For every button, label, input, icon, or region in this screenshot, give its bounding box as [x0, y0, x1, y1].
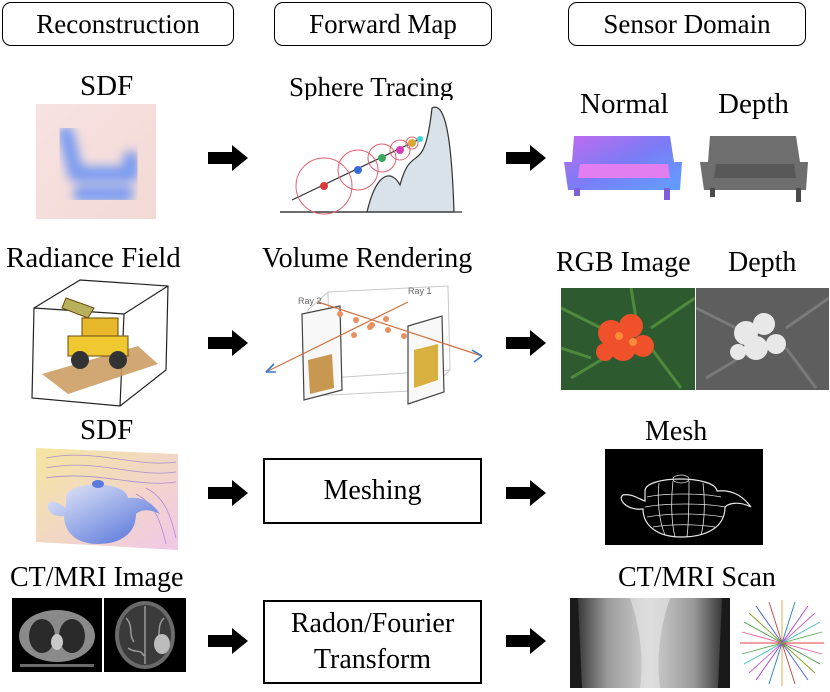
row2-sensor-label-rgb: RGB Image: [556, 247, 691, 278]
row4-recon-label: CT/MRI Image: [10, 562, 184, 593]
ct-scan-sinogram: [570, 598, 730, 688]
row2-sensor-label-depth: Depth: [728, 247, 797, 278]
arrow-icon: [208, 145, 248, 171]
header-forward-map: Forward Map: [274, 2, 492, 46]
row1-sensor-label-normal: Normal: [580, 88, 669, 120]
sphere-tracing-diagram: [272, 100, 472, 222]
arrow-icon: [506, 145, 546, 171]
depth-image-flowers: [696, 288, 829, 390]
ct-image: [12, 598, 102, 672]
arrow-icon: [208, 330, 248, 356]
mesh-teapot-image: [605, 449, 763, 545]
arrow-icon: [208, 480, 248, 506]
rgb-image-flowers: [561, 288, 695, 390]
row2-recon-label: Radiance Field: [6, 242, 181, 274]
radon-fourier-box: Radon/Fourier Transform: [263, 600, 482, 684]
depth-map-sofa: [698, 128, 810, 212]
normal-map-sofa: [560, 128, 686, 208]
meshing-box: Meshing: [263, 458, 482, 524]
radon-fourier-line2: Transform: [313, 644, 432, 675]
ray2-label: Ray 2: [298, 296, 322, 306]
arrow-icon: [506, 628, 546, 654]
arrow-icon: [506, 480, 546, 506]
ray1-label: Ray 1: [408, 286, 432, 296]
header-sensor-domain: Sensor Domain: [568, 2, 806, 46]
arrow-icon: [506, 330, 546, 356]
row3-sensor-label-mesh: Mesh: [645, 416, 708, 447]
sdf-teapot-image: [36, 448, 178, 550]
row1-forward-label: Sphere Tracing: [289, 72, 454, 100]
radon-fourier-line1: Radon/Fourier: [290, 608, 455, 639]
row3-recon-label: SDF: [80, 414, 134, 446]
mri-image: [104, 598, 186, 672]
volume-rendering-diagram: Ray 2 Ray 1: [258, 280, 490, 408]
row1-sensor-label-depth: Depth: [718, 88, 789, 120]
mri-kspace-lines: [736, 596, 828, 690]
row1-recon-label: SDF: [80, 70, 134, 102]
row4-sensor-label-scan: CT/MRI Scan: [618, 562, 776, 593]
radiance-field-bulldozer: [28, 278, 170, 408]
sdf-chair-image: [36, 104, 156, 219]
row2-forward-label: Volume Rendering: [262, 243, 473, 274]
arrow-icon: [208, 628, 248, 654]
header-reconstruction: Reconstruction: [2, 2, 234, 46]
